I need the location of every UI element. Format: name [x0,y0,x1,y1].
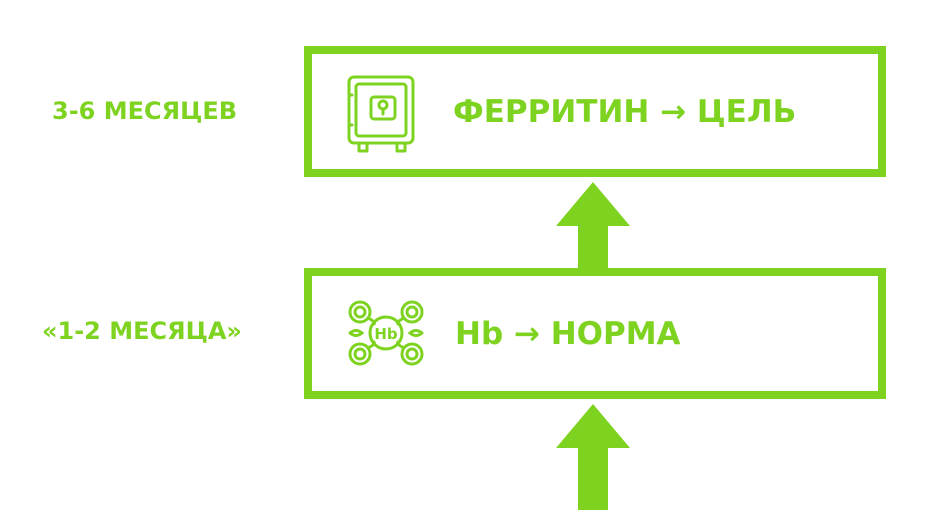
hemoglobin-molecule-icon: Hb [348,300,424,366]
safe-icon [347,75,415,153]
duration-label-top: 3-6 МЕСЯЦЕВ [52,97,238,125]
arrow-up-icon [556,182,630,272]
stage-goal-hemoglobin: Hb → НОРМА [455,316,681,352]
hemoglobin-icon-text: Hb [374,325,398,343]
stage-box-ferritin [304,46,886,177]
stage-goal-ferritin: ФЕРРИТИН → ЦЕЛЬ [453,94,797,130]
arrow-up-icon-bottom [556,404,630,510]
duration-label-bottom: «1-2 МЕСЯЦА» [42,317,242,345]
